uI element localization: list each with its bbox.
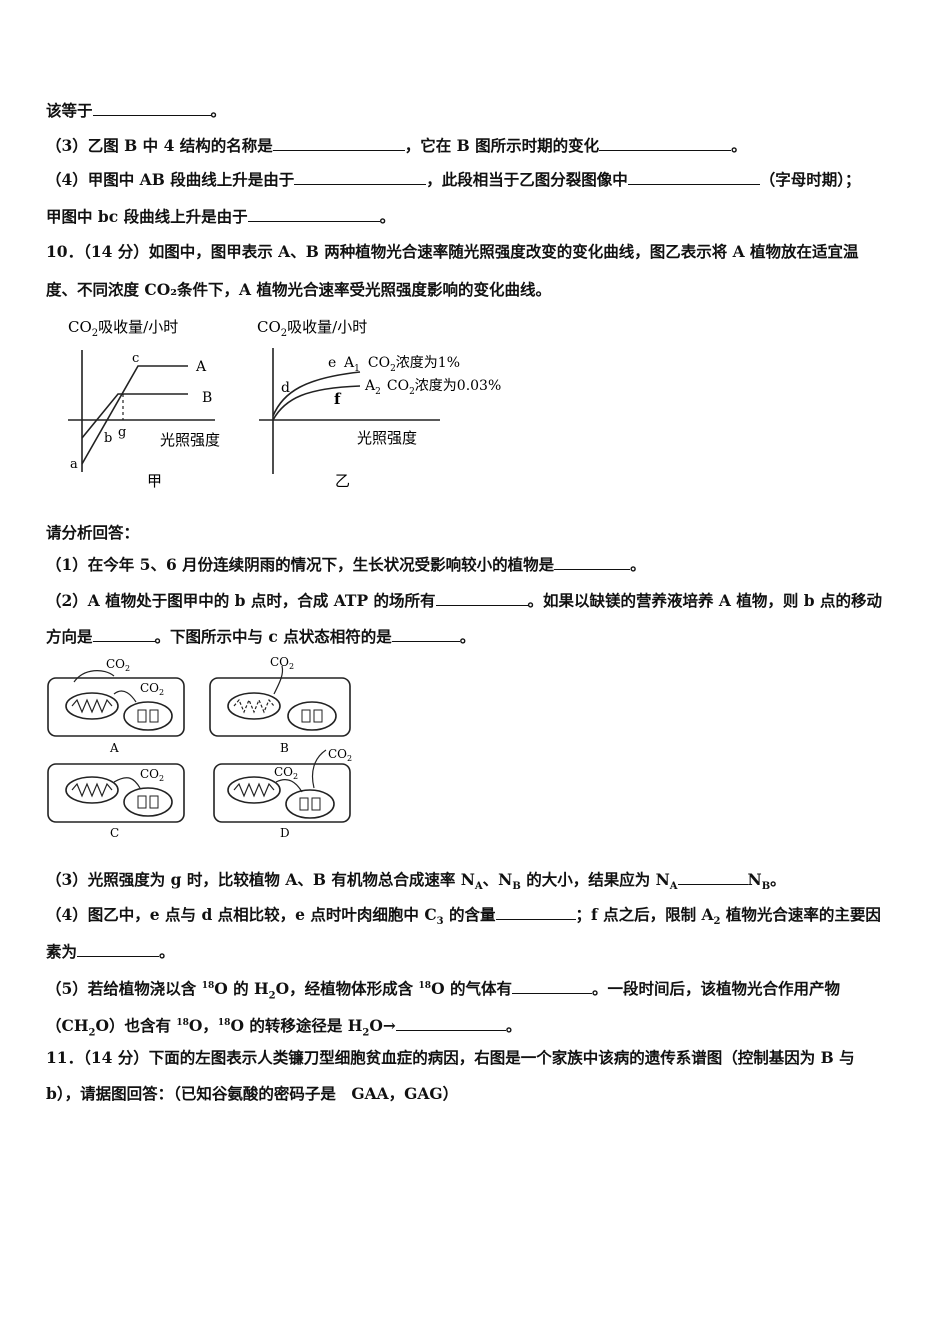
line-1: （3）乙图 B 中 4 结构的名称是，它在 B 图所示时期的变化。: [46, 136, 747, 155]
line-8: （2）A 植物处于图甲中的 b 点时，合成 ATP 的场所有。如果以缺镁的营养液…: [46, 591, 882, 610]
line-2: （4）甲图中 AB 段曲线上升是由于，此段相当于乙图分裂图像中（字母时期）；: [46, 170, 861, 189]
figure-jia: CO2吸收量/小时 a b c g A B 光照强度 甲: [68, 318, 220, 490]
yi-point-f: f: [334, 390, 342, 408]
svg-text:CO2: CO2: [270, 655, 294, 671]
yi-ylabel: CO2吸收量/小时: [257, 318, 367, 339]
cell-label-d: D: [280, 826, 290, 840]
jia-curve-a: [81, 365, 188, 465]
jia-curve-b: [81, 393, 188, 439]
line-6: 请分析回答：: [46, 523, 140, 542]
line-12: 素为。: [46, 942, 175, 961]
jia-point-c: c: [132, 351, 139, 366]
jia-label-b: B: [202, 390, 212, 406]
cell-label-a: A: [109, 741, 119, 755]
line-3: 甲图中 bc 段曲线上升是由于。: [46, 207, 396, 226]
line-0: 该等于。: [46, 101, 227, 120]
jia-caption: 甲: [147, 472, 162, 490]
jia-label-a: A: [195, 359, 207, 375]
svg-text:CO2: CO2: [106, 657, 130, 673]
yi-point-e: e: [328, 355, 336, 371]
cell-diagrams: CO2 CO2 A CO2 B CO2 C CO2 CO2: [47, 655, 352, 840]
line-14: （CH2O）也含有 18O，18O 的转移途径是 H2O→。: [46, 1016, 522, 1039]
line-9: 方向是。下图所示中与 c 点状态相符的是。: [46, 627, 476, 646]
yi-point-d: d: [281, 380, 290, 396]
jia-point-g: g: [118, 425, 126, 440]
yi-curve-a1: [272, 371, 361, 417]
jia-point-a: a: [70, 457, 78, 472]
line-11: （4）图乙中，e 点与 d 点相比较，e 点时叶肉细胞中 C3 的含量；f 点之…: [46, 905, 881, 928]
line-5: 度、不同浓度 CO₂条件下，A 植物光合速率受光照强度影响的变化曲线。: [46, 280, 551, 299]
line-13: （5）若给植物浇以含 18O 的 H2O，经植物体形成含 18O 的气体有。一段…: [46, 979, 840, 1002]
line-7: （1）在今年 5、6 月份连续阴雨的情况下，生长状况受影响较小的植物是。: [46, 555, 646, 574]
line-15: 11．（14 分）下面的左图表示人类镰刀型细胞贫血症的病因，右图是一个家族中该病…: [46, 1048, 855, 1067]
yi-xlabel: 光照强度: [357, 429, 417, 447]
svg-text:CO2: CO2: [140, 767, 164, 783]
line-10: （3）光照强度为 g 时，比较植物 A、B 有机物总合成速率 NA、NB 的大小…: [46, 870, 786, 893]
cell-label-b: B: [280, 741, 289, 755]
jia-xlabel: 光照强度: [160, 431, 220, 449]
svg-text:CO2: CO2: [328, 747, 352, 763]
cell-c: CO2 C: [47, 763, 185, 840]
svg-text:CO2: CO2: [274, 765, 298, 781]
yi-caption: 乙: [335, 472, 350, 490]
line-16: b），请据图回答：（已知谷氨酸的密码子是 GAA，GAG）: [46, 1084, 459, 1103]
jia-point-b: b: [104, 431, 112, 446]
cell-d: CO2 CO2 D: [213, 747, 352, 840]
yi-curve-a2: [272, 385, 361, 421]
cell-label-c: C: [110, 826, 119, 840]
line-4: 10．（14 分）如图中，图甲表示 A、B 两种植物光合速率随光照强度改变的变化…: [46, 242, 859, 261]
jia-ylabel: CO2吸收量/小时: [68, 318, 178, 339]
cell-b: CO2 B: [209, 655, 351, 755]
cell-a: CO2 CO2 A: [47, 657, 185, 755]
svg-text:CO2: CO2: [140, 681, 164, 697]
